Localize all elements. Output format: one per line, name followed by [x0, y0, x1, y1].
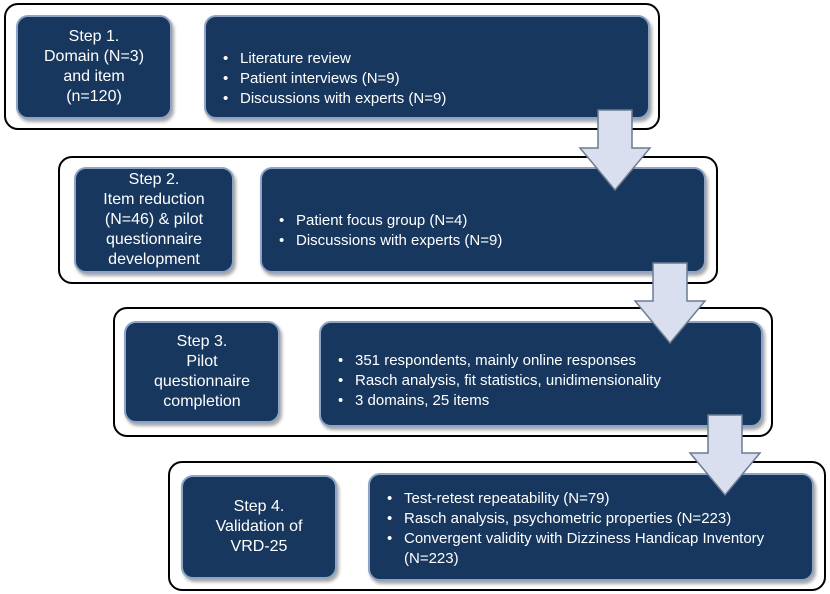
step-2-title-line: questionnaire: [105, 231, 203, 248]
step-3-detail-box: 351 respondents, mainly online responses…: [319, 321, 763, 427]
step-3-title-box: Step 3. Pilot questionnaire completion: [124, 321, 280, 423]
step-2-bullet: Discussions with experts (N=9): [276, 231, 704, 251]
step-3-bullet: 351 respondents, mainly online responses: [335, 351, 761, 371]
step-3-title-line: Step 3.: [176, 333, 228, 350]
step-4-bullet: Rasch analysis, psychometric properties …: [384, 509, 812, 529]
down-arrow-icon: [688, 414, 762, 497]
step-4-bullet: Test-retest repeatability (N=79): [384, 489, 812, 509]
step-3-panel: Step 3. Pilot questionnaire completion 3…: [113, 307, 773, 437]
step-1-title-line: and item: [63, 68, 125, 85]
step-2-title-line: Item reduction: [103, 191, 205, 208]
step-1-bullet: Literature review: [220, 49, 648, 69]
step-1-bullet: Patient interviews (N=9): [220, 69, 648, 89]
step-4-title-box: Step 4. Validation of VRD-25: [181, 475, 337, 579]
step-1-title-line: Domain (N=3): [43, 48, 145, 65]
step-4-title-line: Step 4.: [233, 498, 285, 515]
down-arrow-icon: [633, 262, 707, 345]
step-1-panel: Step 1. Domain (N=3) and item (n=120) Li…: [4, 3, 660, 130]
step-4-panel: Step 4. Validation of VRD-25 Test-retest…: [168, 461, 826, 591]
step-1-title-line: Step 1.: [68, 28, 120, 45]
step-2-title-line: development: [108, 251, 200, 268]
step-4-bullet-text: (N=223): [404, 550, 459, 567]
step-4-bullet-text: Convergent validity with Dizziness Handi…: [404, 530, 765, 547]
down-arrow-icon: [578, 109, 652, 192]
step-1-detail-box: Literature review Patient interviews (N=…: [204, 15, 650, 119]
step-4-title-line: Validation of: [215, 518, 303, 535]
step-2-title-line: (N=46) & pilot: [104, 211, 204, 228]
step-3-bullet: Rasch analysis, fit statistics, unidimen…: [335, 371, 761, 391]
step-1-title-line: (n=120): [66, 88, 122, 105]
step-2-bullet: Patient focus group (N=4): [276, 211, 704, 231]
step-3-title-line: completion: [163, 393, 241, 410]
step-2-detail-box: Patient focus group (N=4) Discussions wi…: [260, 167, 706, 273]
step-2-title-line: Step 2.: [128, 171, 180, 188]
step-4-detail-box: Test-retest repeatability (N=79) Rasch a…: [368, 473, 814, 581]
step-3-title-line: Pilot: [186, 353, 218, 370]
step-3-bullet: 3 domains, 25 items: [335, 391, 761, 411]
step-1-title-box: Step 1. Domain (N=3) and item (n=120): [16, 15, 172, 119]
step-2-title-box: Step 2. Item reduction (N=46) & pilot qu…: [74, 167, 234, 273]
step-4-bullet: Convergent validity with Dizziness Handi…: [384, 529, 812, 569]
step-3-title-line: questionnaire: [153, 373, 251, 390]
step-1-bullet: Discussions with experts (N=9): [220, 89, 648, 109]
step-4-title-line: VRD-25: [230, 538, 288, 555]
